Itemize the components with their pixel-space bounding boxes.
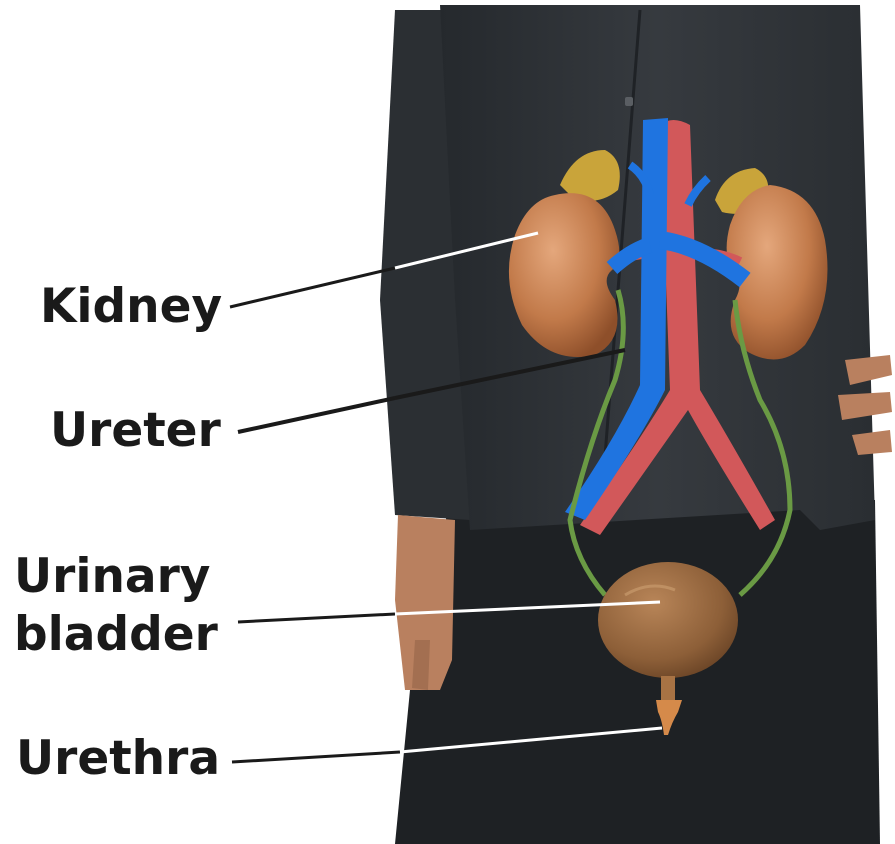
urinary-bladder-label-line1: Urinary xyxy=(14,548,218,606)
urinary-bladder xyxy=(598,562,738,678)
shirt-button xyxy=(625,97,633,106)
urethra-label: Urethra xyxy=(16,730,220,788)
urethra-neck xyxy=(661,676,675,700)
bladder-leader-line-outer xyxy=(238,614,395,622)
ureter-leader-line-outer xyxy=(238,398,395,432)
kidney-label: Kidney xyxy=(40,278,222,336)
ureter-label: Ureter xyxy=(50,402,221,460)
urinary-bladder-label-line2: bladder xyxy=(14,606,218,664)
left-hand-fingers xyxy=(412,640,430,690)
urethra-leader-line-outer xyxy=(232,752,400,762)
kidney-leader-line-outer xyxy=(230,268,395,307)
urinary-bladder-label: Urinary bladder xyxy=(14,548,218,664)
